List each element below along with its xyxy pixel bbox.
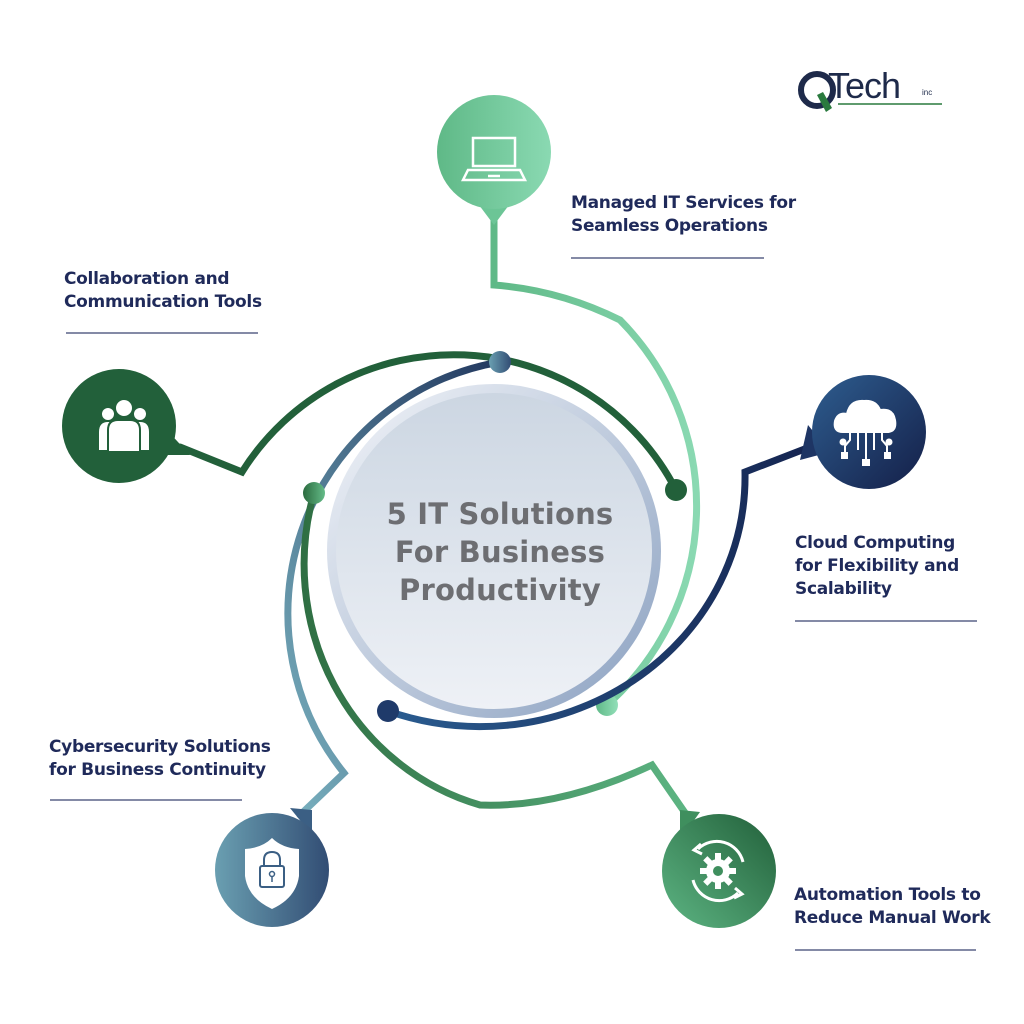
collaboration-label: Collaboration and Communication Tools: [64, 268, 262, 314]
label-line: Managed IT Services for: [571, 193, 796, 213]
cloud-label: Cloud Computing for Flexibility and Scal…: [795, 532, 959, 601]
cybersecurity-connector: [284, 351, 511, 819]
managed-it-label: Managed IT Services for Seamless Operati…: [571, 192, 796, 238]
cloud-circuit-icon: [833, 399, 897, 466]
logo-brand: Tech: [828, 65, 901, 106]
center-title: 5 IT Solutions For Business Productivity: [340, 495, 660, 609]
center-title-line: 5 IT Solutions: [386, 497, 614, 531]
qtech-logo: Tech inc: [796, 66, 946, 116]
label-line: for Flexibility and: [795, 556, 959, 576]
cloud-connector: [377, 441, 819, 731]
label-underlines: [50, 257, 977, 951]
label-line: Cybersecurity Solutions: [49, 737, 271, 757]
laptop-icon: [460, 136, 528, 182]
managed-it-bubble: [437, 95, 551, 225]
shield-lock-icon: [245, 838, 299, 909]
label-line: Reduce Manual Work: [794, 908, 991, 928]
center-title-line: Productivity: [399, 573, 601, 607]
automation-bubble: [662, 810, 776, 928]
cybersecurity-label: Cybersecurity Solutions for Business Con…: [49, 736, 271, 782]
label-line: Communication Tools: [64, 292, 262, 312]
automation-label: Automation Tools to Reduce Manual Work: [794, 884, 991, 930]
gear-cycle-icon: [691, 839, 745, 903]
automation-connector: [300, 482, 694, 824]
cybersecurity-bubble: [215, 808, 329, 927]
collaboration-connector: [176, 351, 687, 501]
cloud-bubble: [800, 375, 926, 489]
center-title-line: For Business: [394, 535, 606, 569]
label-line: Scalability: [795, 579, 892, 599]
label-line: Cloud Computing: [795, 533, 956, 553]
team-icon: [99, 398, 149, 453]
logo-mark: [798, 71, 942, 112]
label-line: Automation Tools to: [794, 885, 981, 905]
collaboration-bubble: [62, 369, 190, 483]
label-line: for Business Continuity: [49, 760, 266, 780]
label-line: Seamless Operations: [571, 216, 768, 236]
center-circle: [327, 384, 661, 718]
logo-suffix: inc: [922, 88, 933, 97]
label-line: Collaboration and: [64, 269, 230, 289]
